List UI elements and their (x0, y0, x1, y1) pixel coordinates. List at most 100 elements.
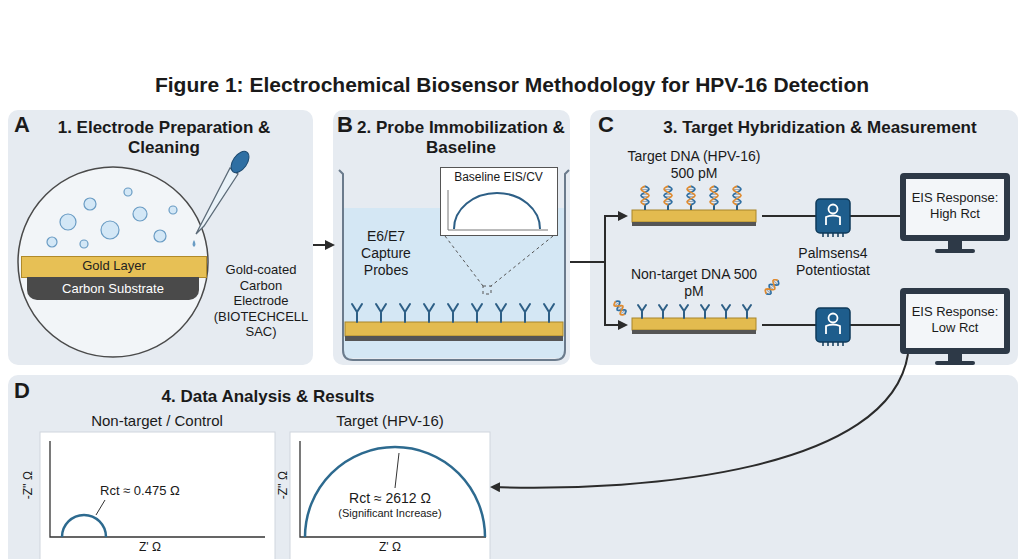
stroke (613, 299, 628, 316)
stroke (764, 278, 781, 296)
panel-letter: D (14, 378, 44, 404)
target-sample: Target DNA (HPV-16) 500 pM (626, 148, 762, 226)
stroke (764, 278, 781, 296)
target-electrode-base (632, 222, 756, 226)
zoom-leader (445, 236, 553, 294)
stroke (710, 186, 718, 205)
panel-heading: 2. Probe Immobilization & Baseline (355, 118, 567, 159)
capture-probes (352, 304, 554, 322)
stroke (667, 205, 669, 210)
stroke (701, 305, 709, 318)
axis-label: -Z'' Ω (276, 460, 290, 510)
stroke (352, 304, 362, 322)
plot-axes (50, 441, 486, 537)
panel-heading: 3. Target Hybridization & Measurement (630, 118, 1010, 138)
stroke (743, 305, 751, 318)
carbon-base (345, 336, 563, 341)
stroke (687, 186, 695, 205)
flow-arrow (570, 262, 626, 325)
target-dna-helices (641, 186, 741, 210)
monitor-screen: EIS Response: Low Rct (900, 288, 1010, 354)
baseline-plot (448, 190, 548, 230)
stroke (687, 186, 695, 205)
stroke (664, 186, 672, 205)
layer-label: Carbon Substrate (27, 281, 199, 297)
rct-note: (Significant Increase) (288, 507, 492, 520)
stroke (713, 205, 715, 210)
panel-heading: 4. Data Analysis & Results (138, 387, 398, 407)
panel-letter: A (14, 112, 44, 138)
baseline-inset: Baseline EIS/CV (440, 167, 558, 236)
stroke (448, 304, 458, 322)
stroke (736, 205, 738, 210)
stroke (733, 186, 741, 205)
step-panel: C3. Target Hybridization & MeasurementTa… (590, 110, 1018, 365)
stroke (424, 304, 434, 322)
axis-label: Z' Ω (365, 540, 415, 554)
stroke (613, 299, 628, 316)
carbon-substrate-band: Carbon Substrate (27, 277, 199, 300)
potentiostat-icon (816, 199, 850, 237)
eis-response: EIS Response: Low Rct (906, 304, 1004, 335)
dna-helix (641, 186, 649, 205)
dna-helix (764, 278, 781, 296)
stroke (496, 304, 506, 322)
figure-title: Figure 1: Electrochemical Biosensor Meth… (0, 72, 1024, 97)
panel-heading: 1. Electrode Preparation & Cleaning (38, 118, 290, 159)
dna-helix (733, 186, 741, 205)
panel-letter: C (598, 112, 628, 138)
plot-frame (40, 432, 275, 559)
stroke (641, 186, 649, 205)
axis-label: -Z'' Ω (21, 460, 35, 510)
gold-electrode (345, 322, 563, 336)
stroke (544, 304, 554, 322)
results-panel: D 4. Data Analysis & ResultsNon-target / … (8, 375, 1018, 559)
stroke (641, 186, 649, 205)
eis-response: EIS Response: High Rct (906, 190, 1004, 221)
monitor-screen: EIS Response: High Rct (900, 173, 1010, 241)
plot-title: Target (HPV-16) (288, 412, 492, 430)
gold-layer-band: Gold Layer (21, 256, 207, 278)
axis-label: Z' Ω (125, 540, 175, 554)
stroke (680, 305, 688, 318)
nyquist-plot: Non-target / ControlRct ≈ 0.475 Ω (38, 410, 276, 559)
rct-value: Rct ≈ 0.475 Ω (100, 483, 210, 499)
stroke (376, 304, 386, 322)
dna-helix (664, 186, 672, 205)
dna-helix (710, 186, 718, 205)
target-electrode (632, 210, 756, 222)
instrument-label: Palmsens4 Potentiostat (786, 245, 880, 279)
small-semicircle (62, 515, 106, 537)
flow-arrow (762, 215, 900, 217)
nyquist-plots (8, 375, 1018, 559)
nyquist-plot: Target (HPV-16)Rct ≈ 2612 Ω(Significant … (288, 410, 492, 559)
stroke (659, 305, 667, 318)
stroke (644, 205, 646, 210)
stroke (638, 305, 646, 318)
dna-helix (613, 299, 628, 316)
flow-arrow (570, 216, 626, 262)
inset-title: Baseline EIS/CV (441, 170, 556, 184)
electrode-label: Gold-coated Carbon Electrode (BIOTECHCEL… (212, 262, 310, 340)
flow-arrow (492, 354, 908, 488)
nontarget-electrode-base (632, 330, 756, 334)
dna-helix (687, 186, 695, 205)
stroke (400, 304, 410, 322)
sample-label: Non-target DNA 500 pM (626, 266, 762, 300)
nontarget-sample: Non-target DNA 500 pM (626, 266, 762, 336)
plot-title: Non-target / Control (38, 412, 276, 430)
nontarget-electrode (632, 318, 756, 330)
stroke (722, 305, 730, 318)
stroke (710, 186, 718, 205)
stroke (733, 186, 741, 205)
unbound-probes (638, 305, 751, 318)
stroke (690, 205, 692, 210)
potentiostat-icon (816, 308, 850, 346)
flow-arrow (762, 324, 900, 326)
stroke (664, 186, 672, 205)
pipette (193, 148, 253, 247)
layer-label: Gold Layer (22, 258, 206, 274)
stroke (520, 304, 530, 322)
sample-label: Target DNA (HPV-16) 500 pM (626, 148, 762, 182)
